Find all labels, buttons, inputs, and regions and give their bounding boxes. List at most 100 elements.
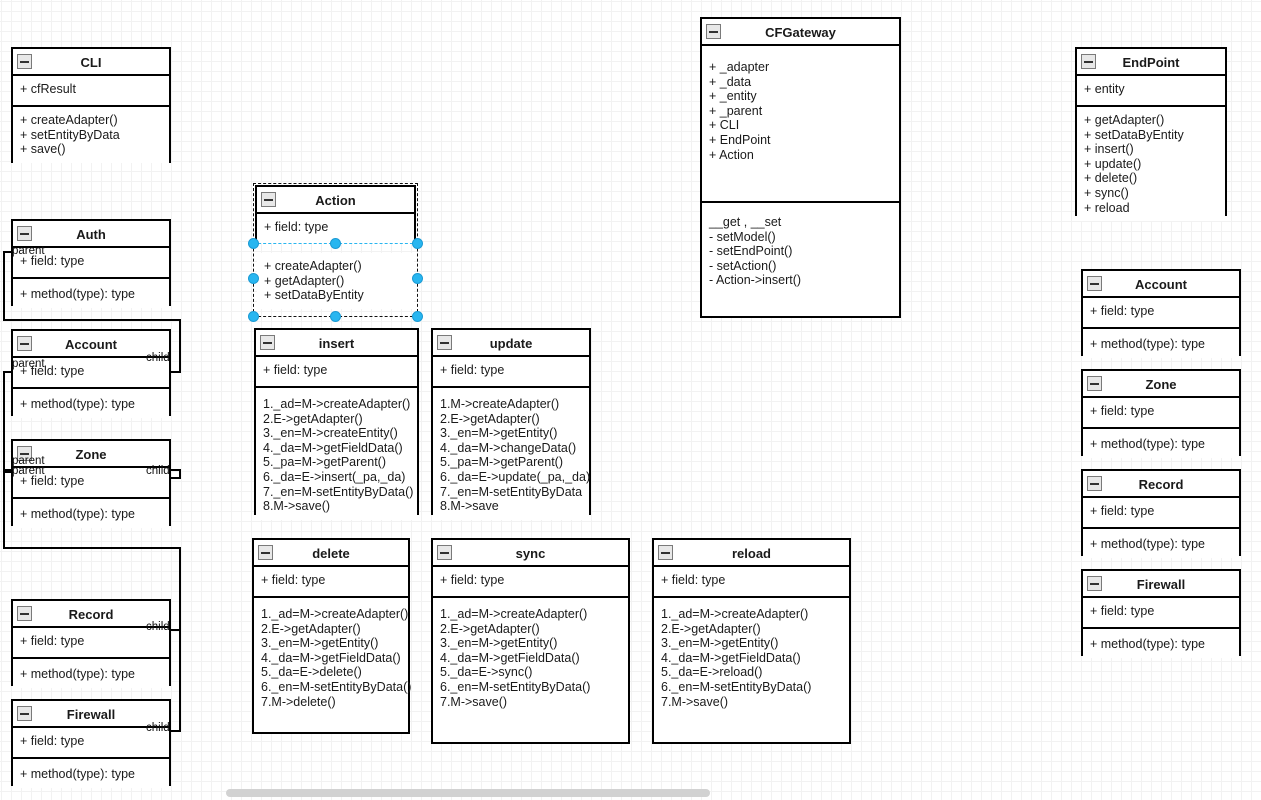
class-attributes-reload: + field: type (654, 567, 849, 596)
class-attributes-zone-left: + field: type (13, 468, 169, 497)
collapse-icon[interactable] (1087, 376, 1102, 391)
class-box-firewall-left[interactable]: Firewall + field: type + method(type): t… (11, 699, 171, 788)
class-name-label: Account (65, 337, 117, 352)
horizontal-scrollbar-thumb[interactable] (226, 789, 710, 797)
edge-label-zone-parent-b: parent (12, 465, 45, 477)
class-methods-account-left: + method(type): type (13, 387, 169, 418)
collapse-icon[interactable] (17, 54, 32, 69)
method-row: 4._da=M->getFieldData() (263, 440, 403, 455)
method-row: 4._da=M->changeData() (440, 440, 577, 455)
collapse-icon[interactable] (1087, 276, 1102, 291)
method-row: __get , __set (709, 215, 782, 229)
class-box-record-left[interactable]: Record + field: type + method(type): typ… (11, 599, 171, 688)
attribute-row: + _data (709, 74, 752, 89)
edge-label-auth-parent: parent (12, 245, 45, 257)
attribute-row: + field: type (20, 474, 85, 488)
edge-label-firewall-child: child (146, 722, 170, 734)
class-methods-record-right: + method(type): type (1083, 527, 1239, 558)
attribute-row: + field: type (264, 220, 329, 234)
class-methods-auth: + method(type): type (13, 277, 169, 308)
collapse-icon[interactable] (17, 336, 32, 351)
class-box-account-left[interactable]: Account + field: type + method(type): ty… (11, 329, 171, 418)
edge-label-account-child: child (146, 352, 170, 364)
class-name-label: CFGateway (765, 25, 836, 40)
class-box-zone-right[interactable]: Zone + field: type + method(type): type (1081, 369, 1241, 458)
class-title-insert: insert (256, 330, 417, 357)
horizontal-scrollbar-track[interactable] (0, 786, 1261, 800)
class-title-delete: delete (254, 540, 408, 567)
class-box-account-right[interactable]: Account + field: type + method(type): ty… (1081, 269, 1241, 358)
method-row: 1._ad=M->createAdapter() (440, 607, 588, 621)
resize-handle-top-right[interactable] (412, 238, 423, 249)
class-title-account-right: Account (1083, 271, 1239, 298)
class-box-endpoint[interactable]: EndPoint + entity + getAdapter() + setDa… (1075, 47, 1227, 222)
method-row: + method(type): type (20, 667, 135, 681)
class-box-auth[interactable]: Auth + field: type + method(type): type (11, 219, 171, 308)
method-row: 1._ad=M->createAdapter() (261, 607, 409, 621)
class-box-sync[interactable]: sync + field: type 1._ad=M->createAdapte… (431, 538, 630, 744)
attribute-row: + field: type (661, 573, 726, 587)
class-box-update[interactable]: update + field: type 1.M->createAdapter(… (431, 328, 591, 520)
class-methods-record-left: + method(type): type (13, 657, 169, 688)
collapse-icon[interactable] (706, 24, 721, 39)
resize-handle-bottom-center[interactable] (330, 311, 341, 322)
class-title-sync: sync (433, 540, 628, 567)
class-box-cfgateway[interactable]: CFGateway + _adapter + _data + _entity +… (700, 17, 901, 318)
method-row: 2.E->getAdapter() (440, 621, 540, 636)
resize-handle-middle-left[interactable] (248, 273, 259, 284)
class-methods-cfgateway: __get , __set - setModel() - setEndPoint… (702, 201, 899, 294)
class-methods-cli: + createAdapter() + setEntityByData + sa… (13, 105, 169, 163)
collapse-icon[interactable] (437, 545, 452, 560)
class-box-cli[interactable]: CLI + cfResult + createAdapter() + setEn… (11, 47, 171, 163)
method-row: + getAdapter() (264, 273, 345, 288)
collapse-icon[interactable] (17, 606, 32, 621)
class-box-action[interactable]: Action + field: type + createAdapter() +… (248, 183, 423, 322)
resize-handle-top-left[interactable] (248, 238, 259, 249)
class-attributes-endpoint: + entity (1077, 76, 1225, 105)
method-row: + method(type): type (1090, 537, 1205, 551)
method-row: + getAdapter() (1084, 113, 1165, 127)
resize-handle-bottom-left[interactable] (248, 311, 259, 322)
class-box-zone-left[interactable]: Zone + field: type + method(type): type (11, 439, 171, 528)
resize-handle-middle-right[interactable] (412, 273, 423, 284)
resize-handle-top-center[interactable] (330, 238, 341, 249)
method-row: 5._pa=M->getParent() (440, 455, 563, 470)
class-title-zone-left: Zone (13, 441, 169, 468)
class-box-insert[interactable]: insert + field: type 1._ad=M->createAdap… (254, 328, 419, 520)
method-row: - setModel() (709, 229, 776, 244)
attribute-row: + field: type (263, 363, 328, 377)
collapse-icon[interactable] (658, 545, 673, 560)
collapse-icon[interactable] (1081, 54, 1096, 69)
collapse-icon[interactable] (17, 446, 32, 461)
method-row: 3._en=M->getEntity() (440, 426, 558, 441)
collapse-icon[interactable] (437, 335, 452, 350)
class-attributes-sync: + field: type (433, 567, 628, 596)
collapse-icon[interactable] (260, 335, 275, 350)
resize-handle-bottom-right[interactable] (412, 311, 423, 322)
class-box-reload[interactable]: reload + field: type 1._ad=M->createAdap… (652, 538, 851, 744)
class-box-record-right[interactable]: Record + field: type + method(type): typ… (1081, 469, 1241, 558)
edge-label-record-child: child (146, 621, 170, 633)
attribute-row: + _parent (709, 103, 763, 118)
class-methods-sync: 1._ad=M->createAdapter() 2.E->getAdapter… (433, 596, 628, 716)
class-attributes-delete: + field: type (254, 567, 408, 596)
class-name-label: update (489, 336, 533, 351)
method-row: + createAdapter() (264, 259, 362, 273)
collapse-icon[interactable] (1087, 576, 1102, 591)
class-attributes-insert: + field: type (256, 357, 417, 386)
method-row: 5._da=E->sync() (440, 665, 533, 680)
collapse-icon[interactable] (1087, 476, 1102, 491)
class-title-action: Action (257, 187, 414, 214)
method-row: 7._en=M-setEntityByData() (263, 484, 414, 499)
collapse-icon[interactable] (17, 226, 32, 241)
class-box-firewall-right[interactable]: Firewall + field: type + method(type): t… (1081, 569, 1241, 658)
collapse-icon[interactable] (258, 545, 273, 560)
collapse-icon[interactable] (17, 706, 32, 721)
class-box-delete[interactable]: delete + field: type 1._ad=M->createAdap… (252, 538, 411, 734)
collapse-icon[interactable] (261, 192, 276, 207)
method-row: 3._en=M->getEntity() (661, 636, 779, 651)
method-row: 1._ad=M->createAdapter() (263, 397, 411, 411)
attribute-row: + field: type (20, 364, 85, 378)
